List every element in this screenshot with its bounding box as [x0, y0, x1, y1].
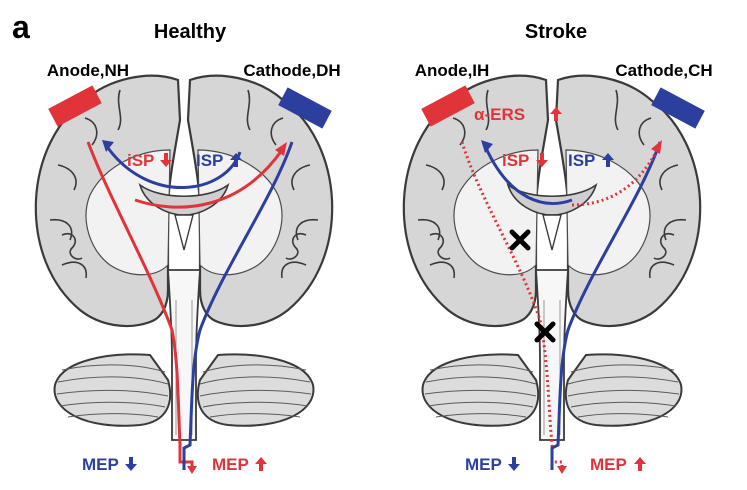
stroke-cathode-label: Cathode,CH — [615, 61, 712, 80]
arrow-down-icon — [508, 457, 520, 471]
panel-label: a — [12, 9, 30, 45]
stroke-brain — [404, 76, 700, 440]
healthy-panel: Healthy Anode,NH Cathode,DH iSP ISP MEP … — [36, 21, 341, 474]
healthy-mep-right: MEP — [212, 455, 249, 474]
stroke-mep-left: MEP — [465, 455, 502, 474]
healthy-brain — [36, 76, 332, 440]
arrow-down-icon — [125, 457, 137, 471]
stroke-isp-left: iSP — [502, 151, 529, 170]
stroke-title: Stroke — [525, 21, 587, 43]
stroke-mep-right: MEP — [590, 455, 627, 474]
healthy-title: Healthy — [154, 21, 227, 43]
arrow-up-icon — [255, 457, 267, 471]
stroke-panel: Stroke Anode,IH Cathode,CH α-ERS iSP ISP — [404, 21, 713, 474]
healthy-isp-left: iSP — [127, 151, 154, 170]
healthy-anode-label: Anode,NH — [47, 61, 129, 80]
arrow-up-icon — [634, 457, 646, 471]
healthy-isp-right: ISP — [196, 151, 223, 170]
stroke-anode-label: Anode,IH — [415, 61, 490, 80]
stroke-ers-label: α-ERS — [474, 105, 525, 124]
stroke-isp-right: ISP — [568, 151, 595, 170]
healthy-cathode-label: Cathode,DH — [243, 61, 340, 80]
healthy-mep-left: MEP — [82, 455, 119, 474]
